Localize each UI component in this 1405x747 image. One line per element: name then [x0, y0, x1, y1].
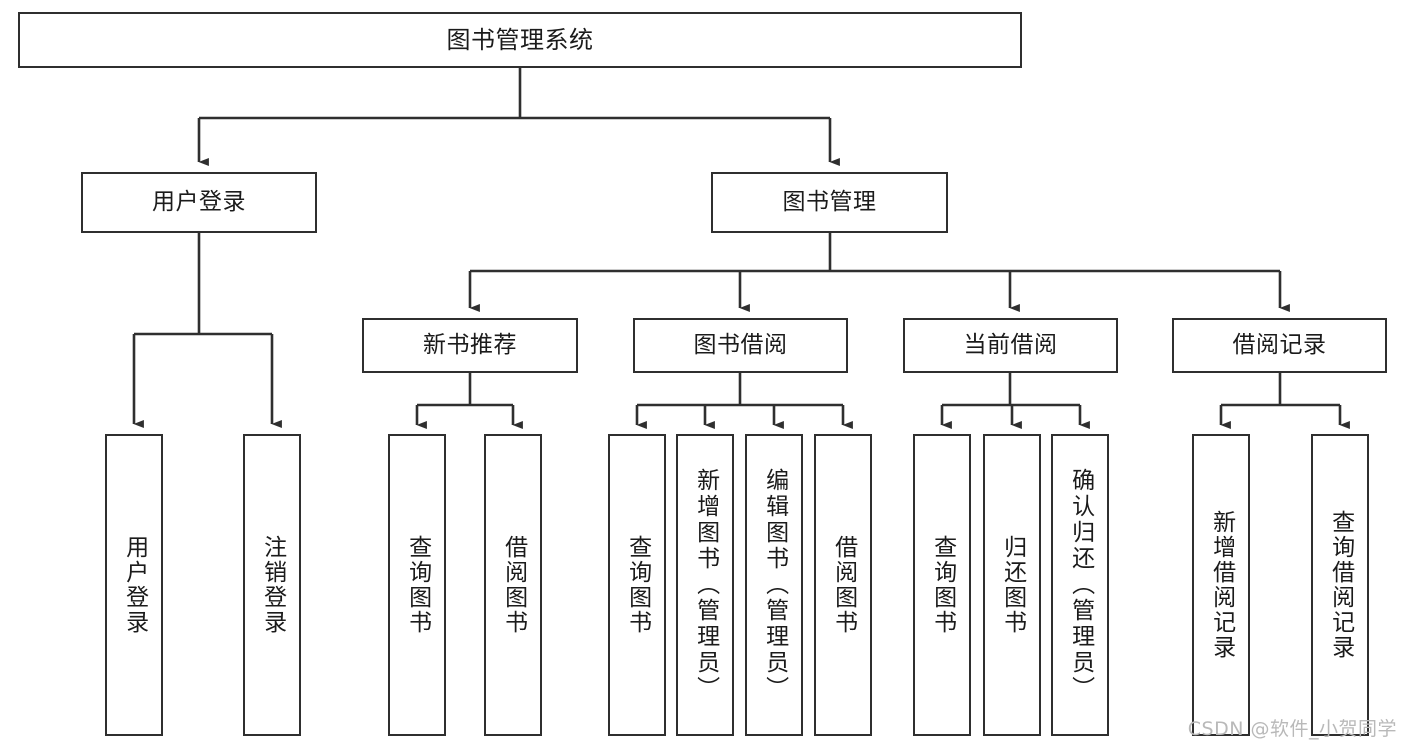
node-leaf-query-book-2-label: 查询图书 [624, 535, 651, 635]
node-leaf-borrow-book-2-label: 借阅图书 [830, 535, 857, 635]
node-root[interactable]: 图书管理系统 [18, 12, 1022, 68]
node-leaf-query-book-3[interactable]: 查询图书 [913, 434, 971, 736]
node-leaf-query-book-3-label: 查询图书 [929, 535, 956, 635]
node-user-login[interactable]: 用户登录 [81, 172, 317, 233]
node-leaf-query-record-label: 查询借阅记录 [1327, 510, 1354, 660]
node-leaf-user-login-label: 用户登录 [121, 535, 148, 635]
node-leaf-user-logout-label: 注销登录 [259, 535, 286, 635]
node-leaf-query-book-1-label: 查询图书 [404, 535, 431, 635]
node-new-book-recommend-label: 新书推荐 [423, 331, 517, 358]
node-leaf-add-book[interactable]: 新增图书（管理员） [676, 434, 734, 736]
watermark: CSDN @软件_小贺同学 [1187, 718, 1397, 740]
node-root-label: 图书管理系统 [446, 25, 594, 54]
node-leaf-query-record[interactable]: 查询借阅记录 [1311, 434, 1369, 736]
node-leaf-confirm-return[interactable]: 确认归还（管理员） [1051, 434, 1109, 736]
node-leaf-query-book-1[interactable]: 查询图书 [388, 434, 446, 736]
node-leaf-borrow-book-2[interactable]: 借阅图书 [814, 434, 872, 736]
node-leaf-return-book[interactable]: 归还图书 [983, 434, 1041, 736]
node-leaf-add-record[interactable]: 新增借阅记录 [1192, 434, 1250, 736]
node-book-manage[interactable]: 图书管理 [711, 172, 948, 233]
node-new-book-recommend[interactable]: 新书推荐 [362, 318, 578, 373]
node-book-borrow[interactable]: 图书借阅 [633, 318, 848, 373]
node-book-borrow-label: 图书借阅 [693, 331, 788, 358]
node-current-borrow-label: 当前借阅 [963, 331, 1058, 358]
node-leaf-user-logout[interactable]: 注销登录 [243, 434, 301, 736]
node-borrow-record[interactable]: 借阅记录 [1172, 318, 1387, 373]
node-leaf-edit-book[interactable]: 编辑图书（管理员） [745, 434, 803, 736]
node-leaf-add-book-label: 新增图书（管理员） [692, 468, 719, 702]
node-borrow-record-label: 借阅记录 [1232, 331, 1327, 358]
node-leaf-borrow-book-1[interactable]: 借阅图书 [484, 434, 542, 736]
node-user-login-label: 用户登录 [152, 188, 246, 215]
node-leaf-edit-book-label: 编辑图书（管理员） [761, 468, 788, 702]
node-leaf-add-record-label: 新增借阅记录 [1208, 510, 1235, 660]
node-leaf-query-book-2[interactable]: 查询图书 [608, 434, 666, 736]
node-book-manage-label: 图书管理 [782, 188, 877, 215]
node-leaf-user-login[interactable]: 用户登录 [105, 434, 163, 736]
node-leaf-borrow-book-1-label: 借阅图书 [500, 535, 527, 635]
node-leaf-confirm-return-label: 确认归还（管理员） [1067, 468, 1094, 702]
node-leaf-return-book-label: 归还图书 [999, 535, 1026, 635]
node-current-borrow[interactable]: 当前借阅 [903, 318, 1118, 373]
